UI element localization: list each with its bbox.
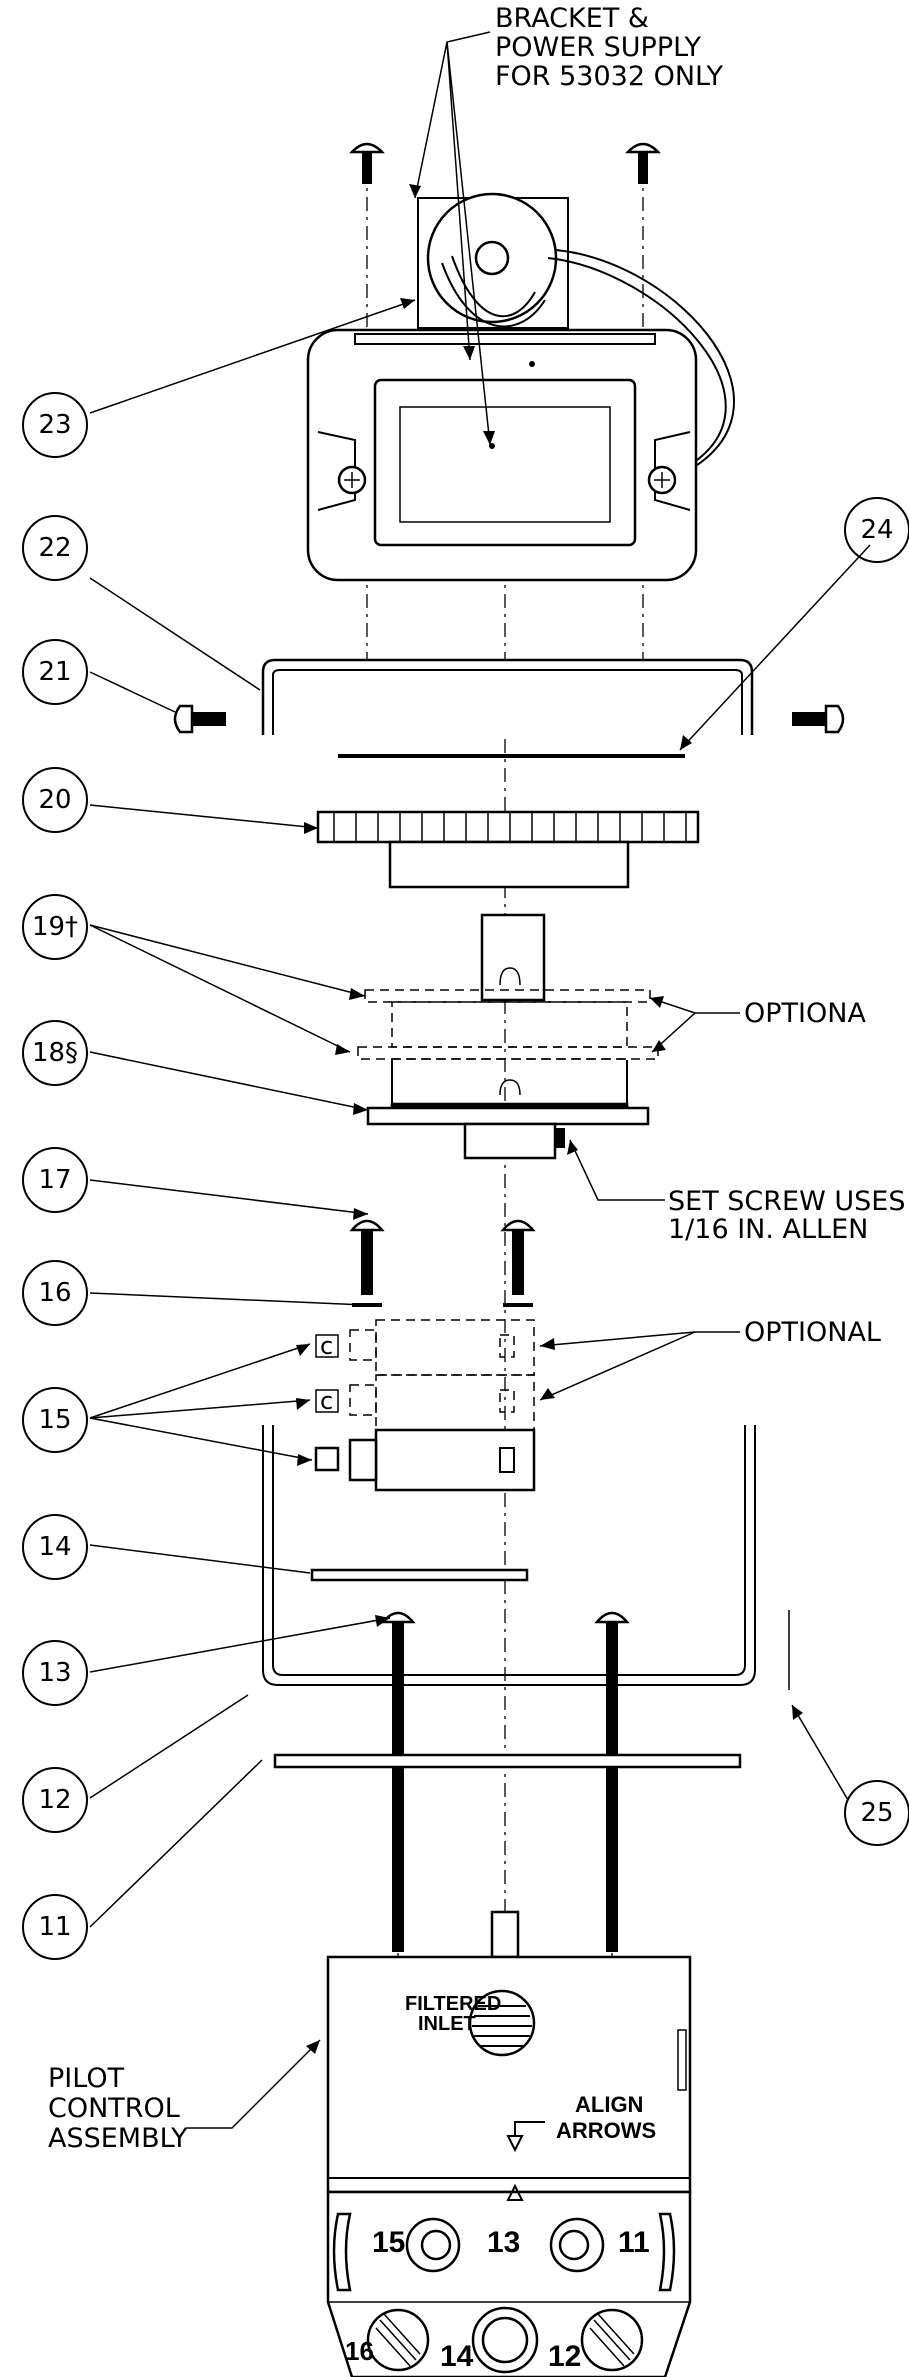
callout-bubble: 19† [22, 894, 88, 960]
align-text-2: ARROWS [556, 2118, 656, 2143]
port-14-label: 14 [440, 2340, 474, 2373]
switch [314, 1428, 536, 1492]
note-line: FOR 53032 ONLY [495, 61, 724, 92]
callout-bubble: 14 [22, 1514, 88, 1580]
set-screw-note: SET SCREW USES 1/16 IN. ALLEN [668, 1186, 905, 1245]
callout-bubble: 12 [22, 1767, 88, 1833]
u-bracket [262, 1425, 790, 1690]
filtered-inlet-text-1: FILTERED [405, 1993, 501, 2015]
callout-number: 11 [38, 1912, 71, 1942]
callout-number: 18§ [32, 1038, 78, 1068]
port-16-label: 16 [345, 2336, 374, 2366]
insulator-plate [310, 1568, 529, 1582]
callout-number: 24 [860, 515, 893, 545]
note-line: CONTROL [48, 2093, 180, 2124]
callout-bubble: 17 [22, 1147, 88, 1213]
switch-screw-right [500, 1219, 536, 1307]
mounting-bracket [261, 658, 754, 735]
callout-number: 16 [38, 1278, 71, 1308]
callout-number: 21 [38, 657, 71, 687]
optional-note-upper: OPTIONA [744, 998, 866, 1029]
note-line: PILOT [48, 2063, 125, 2094]
callout-bubble: 22 [22, 515, 88, 581]
power-supply-bracket [306, 192, 735, 582]
callout-bubble: 21 [22, 639, 88, 705]
callout-number: 14 [38, 1532, 71, 1562]
optional-switch-1: c [315, 1319, 535, 1376]
terminal-c-label: c [320, 1387, 333, 1415]
callout-bubble: 11 [22, 1894, 88, 1960]
callout-number: 19† [32, 912, 78, 942]
control-knob [316, 810, 700, 889]
note-line: SET SCREW USES [668, 1186, 905, 1217]
callout-bubble: 16 [22, 1260, 88, 1326]
side-screw-left [173, 704, 226, 734]
callout-number: 13 [38, 1658, 71, 1688]
callout-number: 25 [860, 1798, 893, 1828]
callout-bubble: 24 [844, 497, 909, 563]
port-13-label: 13 [487, 2226, 520, 2259]
callout-number: 22 [38, 533, 71, 563]
terminal-c-label: c [320, 1332, 333, 1360]
port-11-label: 11 [618, 2226, 650, 2259]
leader-lines [89, 31, 871, 2129]
callout-bubble: 25 [844, 1780, 909, 1846]
callout-bubble: 23 [22, 392, 88, 458]
cam-stack [357, 913, 659, 1160]
callout-bubble: 13 [22, 1640, 88, 1706]
top-screw-left [349, 142, 385, 184]
callout-number: 12 [38, 1785, 71, 1815]
note-line: BRACKET & [495, 3, 649, 34]
note-line: 1/16 IN. ALLEN [668, 1214, 868, 1245]
optional-switch-2: c [315, 1374, 535, 1431]
upper-ports: 15 13 11 [332, 2212, 676, 2292]
long-screw-right [594, 1611, 630, 1952]
filtered-inlet-text-2: INLET [418, 2013, 476, 2035]
side-screw-right [792, 704, 845, 734]
align-arrows-mark: ALIGN ARROWS [506, 2029, 687, 2201]
callout-bubble: 15 [22, 1387, 88, 1453]
callout-number: 17 [38, 1165, 71, 1195]
note-line: ASSEMBLY [48, 2123, 188, 2154]
port-12-label: 12 [548, 2340, 581, 2373]
align-text-1: ALIGN [575, 2092, 643, 2117]
switch-screw-left [349, 1219, 385, 1307]
pilot-control-note: PILOT CONTROL ASSEMBLY [48, 2063, 188, 2154]
top-screw-right [625, 142, 661, 184]
callout-number: 20 [38, 785, 71, 815]
leader-arrowheads [296, 184, 803, 2054]
port-15-label: 15 [372, 2226, 405, 2259]
callout-bubble: 18§ [22, 1020, 88, 1086]
bracket-power-supply-note: BRACKET & POWER SUPPLY FOR 53032 ONLY [495, 3, 724, 92]
callout-bubble: 20 [22, 767, 88, 833]
callout-number: 23 [38, 410, 71, 440]
optional-note-lower: OPTIONAL [744, 1317, 881, 1348]
long-screw-left [380, 1611, 416, 1952]
callout-number: 15 [38, 1405, 71, 1435]
base-plate [273, 1753, 742, 1769]
filtered-inlet-port: FILTERED INLET [405, 1989, 536, 2057]
lower-ports: 16 14 12 [345, 2306, 644, 2374]
note-line: POWER SUPPLY [495, 32, 702, 63]
